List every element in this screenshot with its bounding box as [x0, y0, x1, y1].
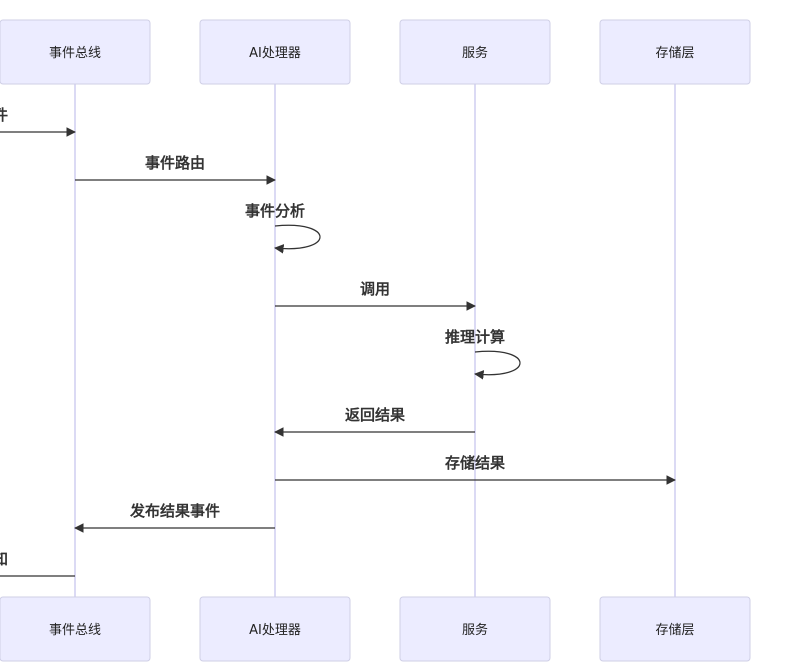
- message-2: 事件路由: [75, 154, 276, 185]
- message-label: 调用: [360, 280, 390, 298]
- message-7: 存储结果: [275, 454, 676, 485]
- message-label: 返回结果: [345, 406, 406, 424]
- message-label: 推理计算: [445, 328, 505, 346]
- participant-label: AI处理器: [249, 623, 301, 638]
- message-5: 推理计算: [445, 328, 521, 380]
- message-label: 事件分析: [245, 202, 305, 220]
- participant-box-top-storage: 存储层: [599, 19, 751, 85]
- message-3: 事件分析: [245, 202, 321, 254]
- participant-box-bottom-ai-processor: AI处理器: [199, 596, 351, 662]
- participant-box-top-event-bus: 事件总线: [0, 19, 151, 85]
- participant-label: 事件总线: [49, 46, 101, 61]
- participant-label: 服务: [462, 45, 488, 61]
- self-message-arrow: [474, 350, 521, 380]
- participant-label: 服务: [462, 622, 488, 638]
- self-message-arrow: [274, 224, 321, 254]
- message-6: 返回结果: [274, 406, 475, 437]
- message-label: 存储结果: [445, 454, 506, 472]
- participant-label: 事件总线: [49, 623, 101, 638]
- participant-label: 存储层: [655, 46, 694, 61]
- participant-label: 存储层: [655, 623, 694, 638]
- message-4: 调用: [275, 280, 476, 311]
- message-label: 事件路由: [145, 154, 205, 172]
- message-9: 知: [0, 550, 75, 577]
- message-1: 件: [0, 106, 76, 137]
- participant-box-top-ai-processor: AI处理器: [199, 19, 351, 85]
- participant-box-bottom-service: 服务: [399, 596, 551, 662]
- message-8: 发布结果事件: [74, 502, 275, 533]
- participant-box-top-service: 服务: [399, 19, 551, 85]
- message-label: 发布结果事件: [129, 502, 220, 520]
- participant-label: AI处理器: [249, 46, 301, 61]
- participant-box-bottom-event-bus: 事件总线: [0, 596, 151, 662]
- message-label: 件: [0, 106, 8, 124]
- participant-box-bottom-storage: 存储层: [599, 596, 751, 662]
- message-label: 知: [0, 550, 8, 568]
